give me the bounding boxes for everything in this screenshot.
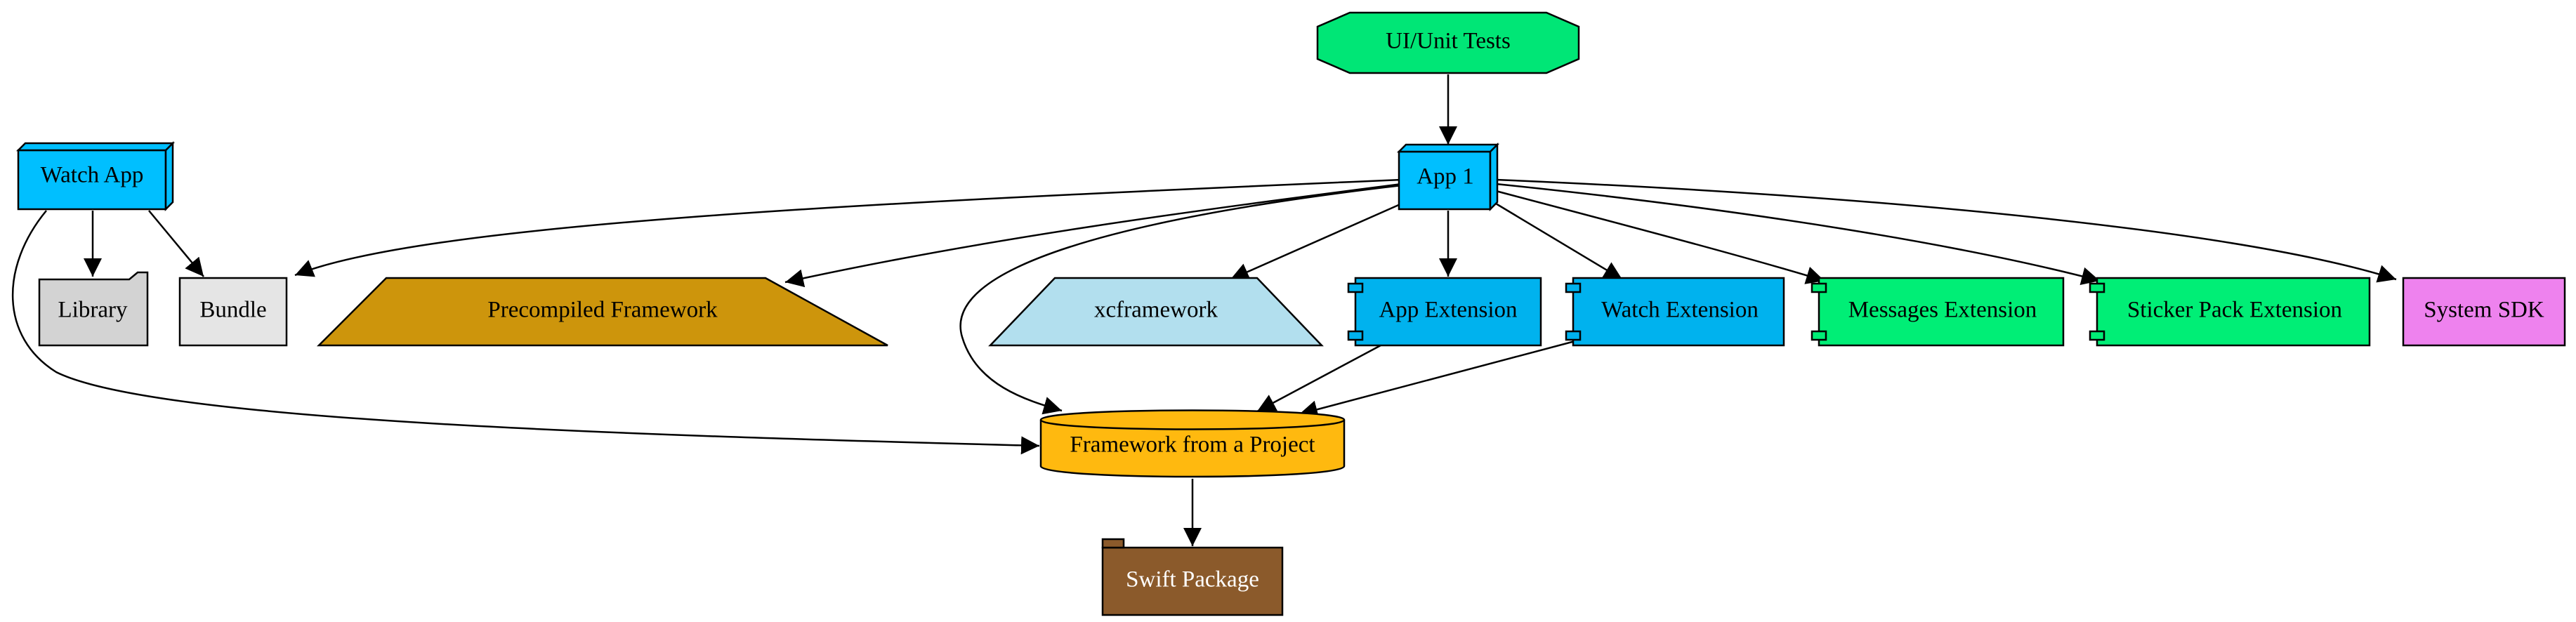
node-app-extension: App Extension	[1347, 277, 1542, 347]
node-label: Messages Extension	[1848, 298, 2037, 323]
box3d-top	[1396, 143, 1500, 153]
edge-app1-to-system-sdk	[1495, 178, 2397, 283]
node-ui-unit-tests: UI/Unit Tests	[1316, 11, 1580, 74]
box-shape	[178, 277, 288, 347]
component-tab-top	[1565, 282, 1582, 293]
node-label: System SDK	[2424, 298, 2544, 323]
edge-app1-to-framework-project	[959, 184, 1402, 415]
edges	[12, 74, 2397, 546]
node-messages-extension: Messages Extension	[1811, 277, 2065, 347]
octagon-shape	[1316, 11, 1580, 74]
component-shape	[2096, 277, 2371, 347]
node-bundle: Bundle	[178, 277, 288, 347]
node-label: Watch App	[41, 163, 144, 188]
component-tab-bottom	[1811, 330, 1827, 341]
node-label: Bundle	[199, 298, 266, 323]
component-tab-bottom	[1347, 330, 1364, 341]
trapezium-shape	[316, 277, 888, 347]
node-label: Precompiled Framework	[487, 298, 718, 323]
tab-ear	[1101, 538, 1125, 549]
component-tab-top	[1347, 282, 1364, 293]
component-shape	[1354, 277, 1542, 347]
cylinder-shape	[1039, 409, 1346, 478]
component-shape	[1572, 277, 1785, 347]
node-label: UI/Unit Tests	[1386, 29, 1511, 54]
node-label: Sticker Pack Extension	[2127, 298, 2342, 323]
edge-app1-to-bundle	[294, 178, 1402, 277]
edge-watch-app-to-bundle	[148, 210, 204, 277]
trapezium-shape	[988, 277, 1324, 347]
node-label: App 1	[1417, 164, 1474, 190]
node-watch-app: Watch App	[15, 140, 176, 212]
node-swift-package: Swift Package	[1101, 538, 1284, 616]
folder-shape	[38, 271, 149, 347]
edge-app1-to-watch-ext	[1495, 202, 1623, 281]
node-label: Watch Extension	[1601, 298, 1759, 323]
node-app-1: App 1	[1396, 142, 1500, 212]
component-tab-top	[2089, 282, 2105, 293]
node-precompiled-framework: Precompiled Framework	[316, 277, 888, 347]
node-label: Framework from a Project	[1070, 432, 1315, 458]
box-shape	[2402, 277, 2566, 347]
box3d-side	[164, 140, 174, 212]
component-shape	[1818, 277, 2065, 347]
node-label: xcframework	[1094, 298, 1218, 323]
box3d-top	[15, 142, 176, 152]
node-library: Library	[38, 271, 149, 347]
node-watch-extension: Watch Extension	[1565, 277, 1785, 347]
edge-app1-to-messages-ext	[1495, 190, 1825, 284]
node-label: Library	[58, 298, 128, 323]
edge-watch-ext-to-framework-project	[1299, 338, 1581, 418]
node-framework-from-a-project: Framework from a Project	[1039, 409, 1346, 478]
box3d-shape	[17, 149, 167, 211]
node-label: Swift Package	[1126, 567, 1259, 593]
edge-app1-to-precompiled	[784, 183, 1402, 288]
edge-watch-app-to-framework-project	[12, 210, 1040, 455]
node-sticker-pack-extension: Sticker Pack Extension	[2089, 277, 2371, 347]
box3d-shape	[1398, 150, 1492, 211]
edge-app1-to-xcframework	[1230, 202, 1402, 281]
node-xcframework: xcframework	[988, 277, 1324, 347]
component-tab-top	[1811, 282, 1827, 293]
edge-app-ext-to-framework-project	[1256, 344, 1381, 413]
edge-app1-to-sticker-ext	[1495, 183, 2101, 285]
component-tab-bottom	[1565, 330, 1582, 341]
tab-shape	[1101, 546, 1284, 616]
node-system-sdk: System SDK	[2402, 277, 2566, 347]
component-tab-bottom	[2089, 330, 2105, 341]
cylinder-rim	[1039, 418, 1346, 430]
box3d-side	[1489, 142, 1499, 212]
node-label: App Extension	[1379, 298, 1517, 323]
